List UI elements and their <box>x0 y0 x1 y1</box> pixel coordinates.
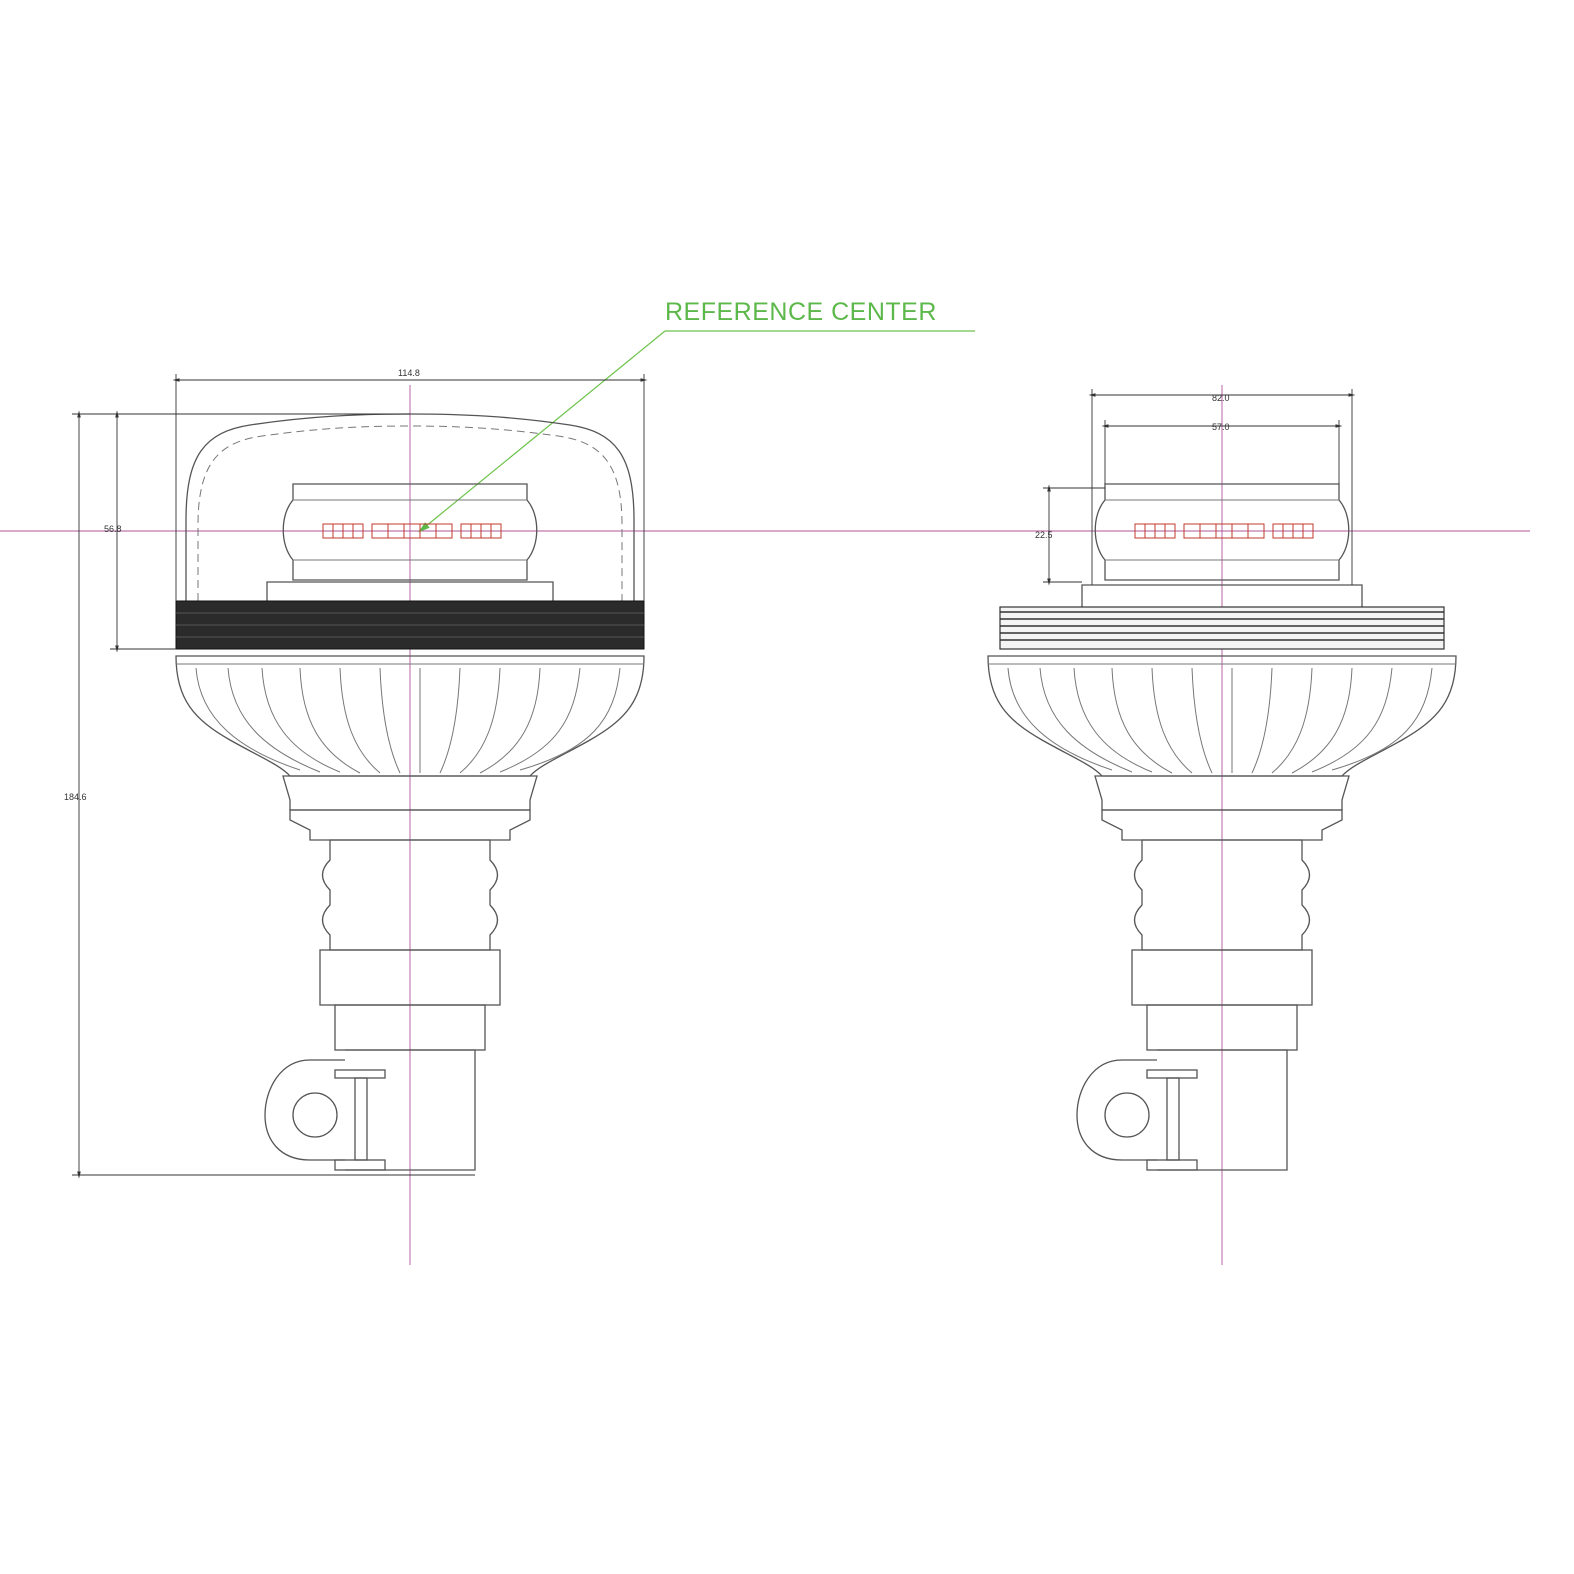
side-housing-ribs <box>1007 667 1433 774</box>
dim-outer-width: 82.0 <box>1212 393 1230 403</box>
side-led-row <box>1134 523 1314 539</box>
side-mount-bracket <box>1076 1049 1288 1171</box>
reference-center-label: REFERENCE CENTER <box>665 298 937 326</box>
dim-overall-height: 184.6 <box>64 792 87 802</box>
dim-overall-width: 114.8 <box>398 368 420 378</box>
dome-inner-outline <box>197 425 623 601</box>
mount-bracket <box>264 1049 476 1171</box>
side-view: 82.0 57.0 22.5 <box>987 389 1457 1171</box>
housing-ribs <box>195 667 621 774</box>
front-dimensions: 114.8 56.8 184.6 <box>64 368 648 1179</box>
front-view: 114.8 56.8 184.6 <box>64 368 648 1179</box>
dim-dome-height: 56.8 <box>104 524 122 534</box>
side-mount-hole <box>1104 1092 1150 1138</box>
side-dimensions: 82.0 57.0 22.5 <box>1035 389 1356 586</box>
dim-inner-width: 57.0 <box>1212 422 1230 432</box>
threaded-ring <box>999 606 1445 650</box>
mount-hole <box>292 1092 338 1138</box>
dim-module-height: 22.5 <box>1035 530 1053 540</box>
flex-stem <box>319 839 501 1051</box>
side-led-module-base <box>1081 584 1363 607</box>
led-module-base <box>266 581 554 601</box>
led-module-body <box>282 483 538 581</box>
reference-center-annotation: REFERENCE CENTER <box>418 298 975 533</box>
reference-axes <box>0 385 1530 1265</box>
annotation-leader-arrow <box>418 330 666 533</box>
side-collar-lower <box>1101 809 1343 841</box>
led-row <box>322 523 502 539</box>
collar-lower <box>289 809 531 841</box>
side-led-module-body <box>1094 483 1350 581</box>
